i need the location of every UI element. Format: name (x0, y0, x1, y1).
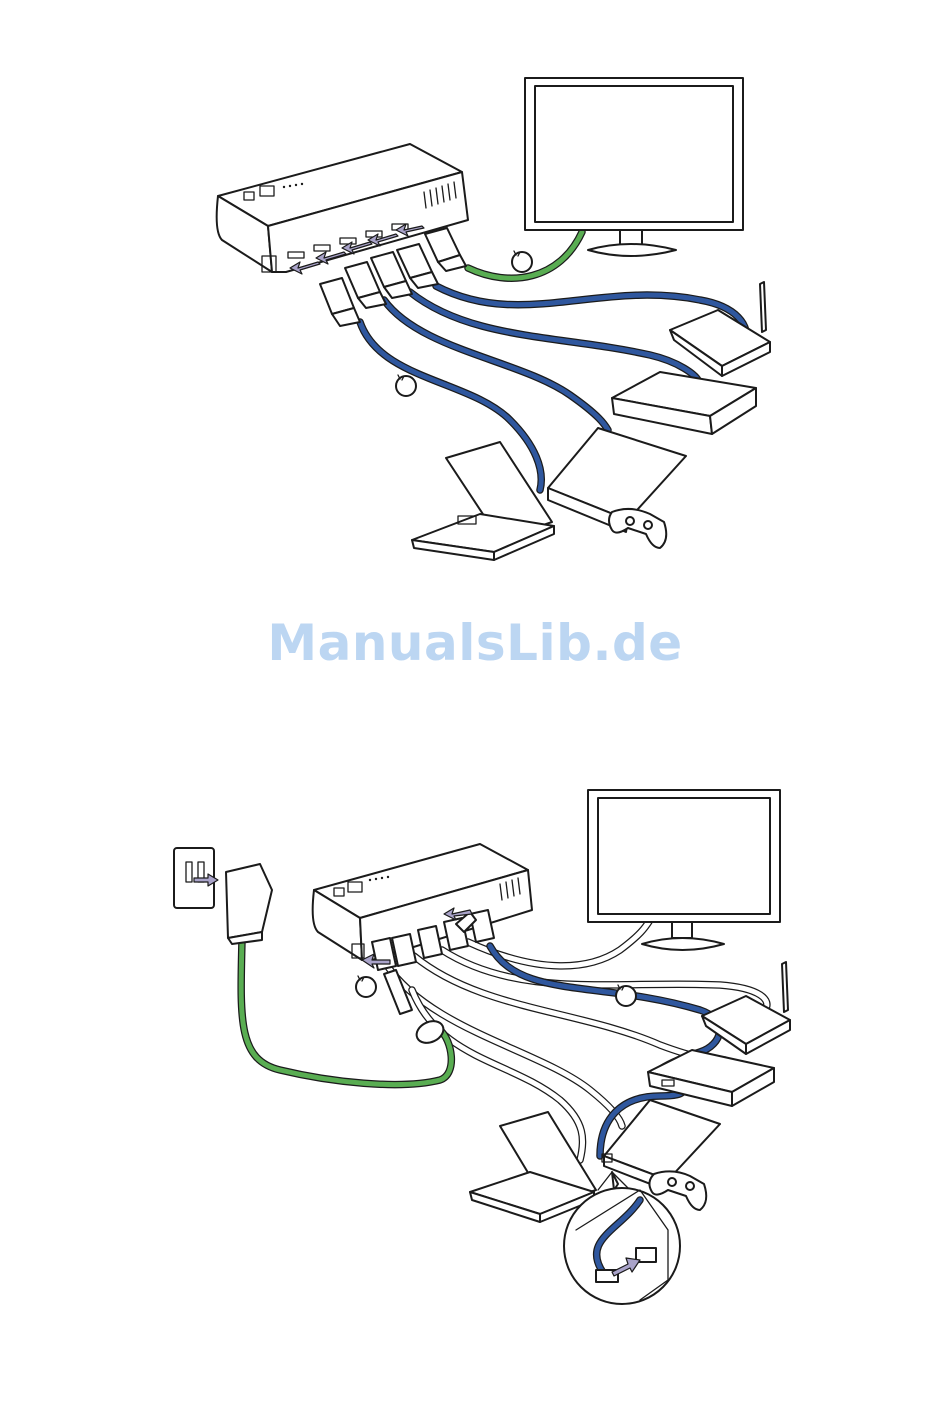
power-adapter (226, 864, 272, 944)
monitor (525, 78, 743, 256)
monitor (588, 790, 780, 950)
step-callout (616, 985, 636, 1006)
hdmi-connections-diagram (0, 0, 950, 600)
watermark: ManualsLib.de (0, 614, 950, 672)
figure-power-and-ir-connections (0, 760, 950, 1409)
power-and-ir-diagram (0, 760, 950, 1409)
step-callout (512, 251, 532, 272)
game-controller (609, 509, 666, 548)
set-top-box (612, 372, 756, 434)
step-callout (396, 375, 416, 396)
step-callout (356, 976, 376, 997)
figure-hdmi-connections (0, 0, 950, 600)
laptop (412, 442, 554, 560)
hdmi-plug (425, 228, 466, 271)
